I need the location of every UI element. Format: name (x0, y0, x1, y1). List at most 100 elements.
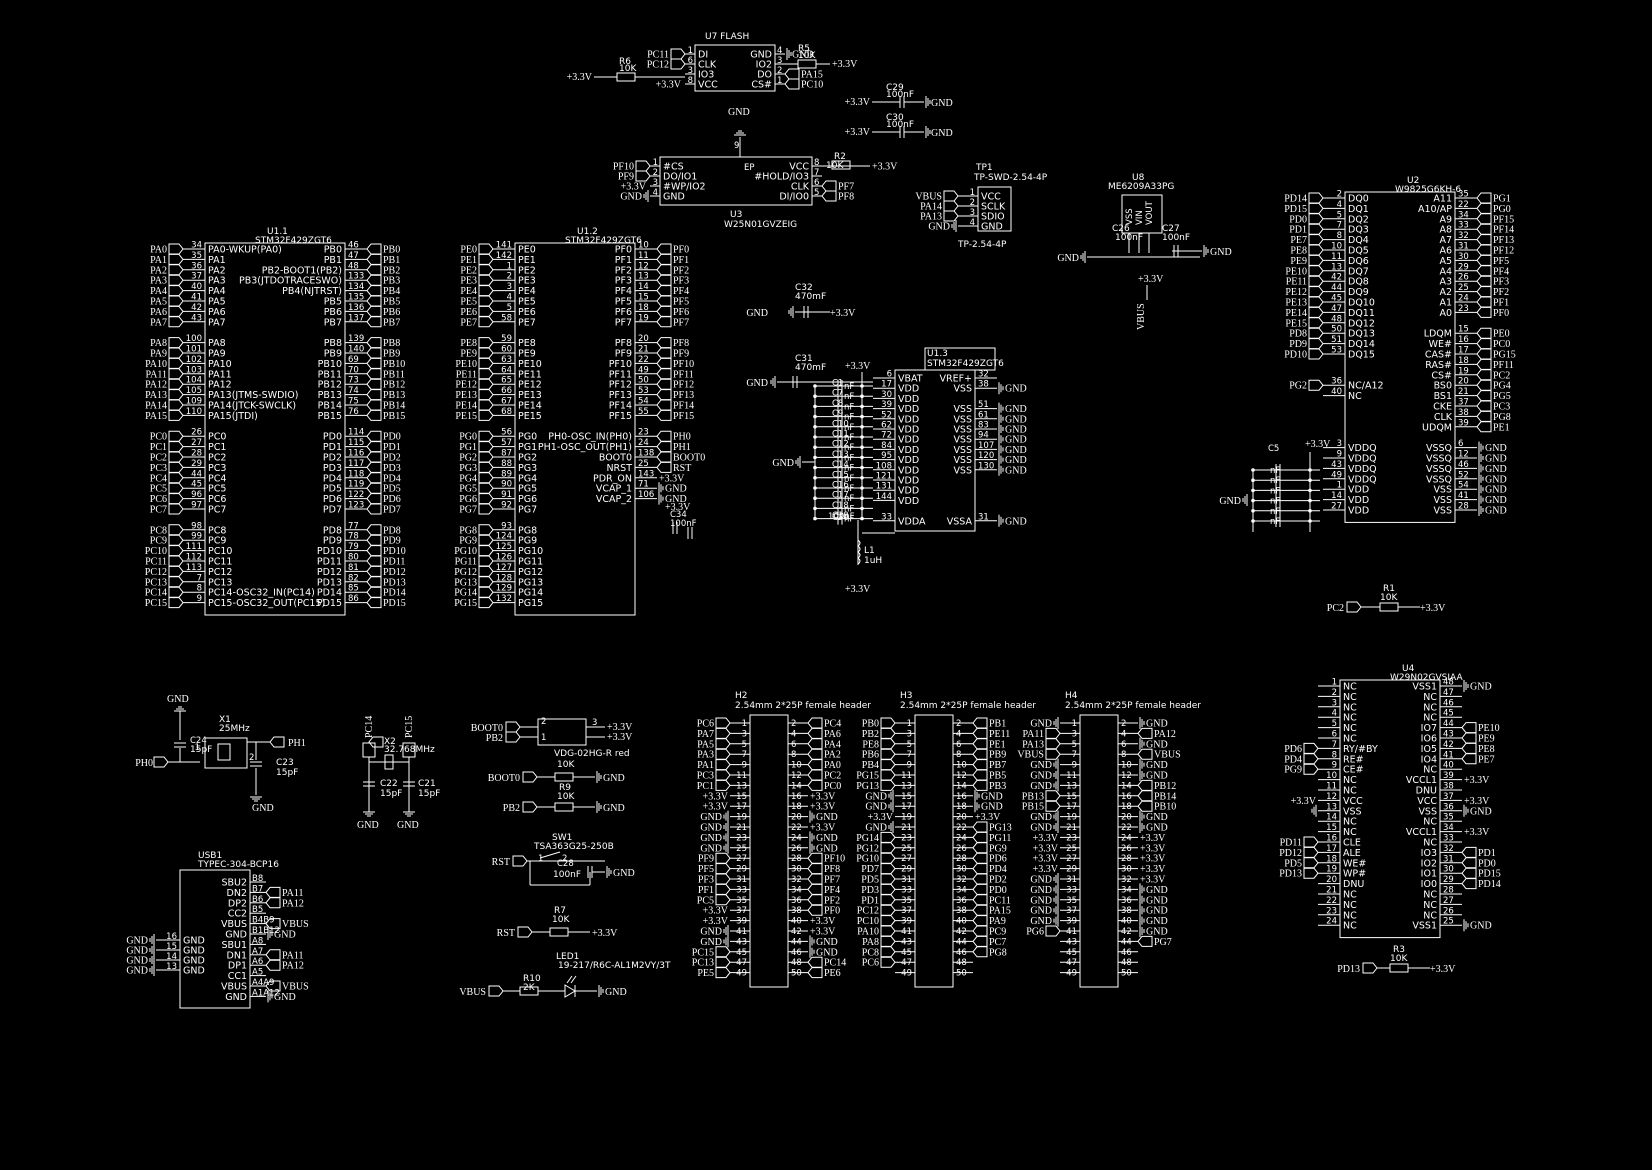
capacitor-symbol (363, 781, 375, 787)
pin-number: 15 (1066, 792, 1077, 802)
pin-number: 38 (1443, 782, 1454, 792)
pin-name: VBUS (221, 919, 247, 930)
net-label: GND (1146, 927, 1168, 938)
net-label: PC15 (145, 598, 167, 609)
pin-number: 60 (501, 345, 512, 355)
ground-symbol (1478, 462, 1484, 475)
pin-number: 47 (1066, 958, 1077, 968)
pin-number: 3 (1332, 698, 1337, 708)
header-designator: H4 (1065, 691, 1078, 701)
pin-name: CAS# (1425, 350, 1452, 361)
net-label: PF4 (673, 286, 689, 297)
pin-name: DQ6 (1348, 256, 1369, 267)
net-label: PA4 (824, 739, 841, 750)
pin-number: 68 (501, 407, 512, 417)
net-label: PF10 (824, 854, 845, 865)
pin-number: 22 (638, 355, 649, 365)
pin-number: 44 (1443, 719, 1454, 729)
pin-name: VCC (1343, 796, 1363, 807)
net-label: PA12 (282, 961, 304, 972)
net-label: PF8 (838, 192, 854, 203)
net-label: +3.3V (810, 927, 836, 938)
pin-name: VSS (1418, 806, 1437, 817)
pin-number: 47 (1443, 688, 1454, 698)
net-label: PC2 (150, 453, 167, 464)
net-label: PF13 (673, 390, 694, 401)
ground-symbol (1053, 769, 1059, 781)
pin-name: PF10 (609, 359, 632, 370)
ground-symbol (888, 789, 894, 802)
pin-number: 42 (1443, 740, 1454, 750)
pin-number: 18 (956, 802, 967, 812)
pin-number: 50 (1331, 325, 1342, 335)
pin-number: 66 (501, 386, 512, 396)
pin-number: 48 (348, 261, 359, 271)
pin-name: PD14 (317, 588, 342, 599)
ground-symbol (1139, 925, 1145, 937)
pin-number: 31 (1066, 875, 1077, 885)
pin-number: 7 (1337, 221, 1342, 231)
net-flag (1045, 748, 1061, 760)
net-flag (366, 493, 382, 505)
resistor-r6 (616, 72, 636, 82)
pin-number: 10 (1331, 242, 1342, 252)
pin-number: 17 (901, 802, 912, 812)
net-flag (972, 863, 988, 875)
net-flag (880, 894, 896, 906)
capacitor-symbol (1275, 474, 1281, 487)
pin-number: 76 (348, 407, 359, 417)
pin-number: 39 (1066, 917, 1077, 927)
pin-number: 32 (1458, 231, 1469, 241)
pin-name: PE9 (518, 349, 536, 360)
net-flag (807, 727, 823, 739)
net-flag (715, 956, 731, 968)
net-label: PG1 (459, 442, 477, 453)
capacitor-designator: C9 (832, 409, 843, 419)
pin-name: A9 (1439, 214, 1452, 225)
pin-number: 121 (876, 472, 892, 482)
capacitor-designator: C19 (832, 511, 849, 521)
net-flag (168, 430, 184, 442)
ic-part-number: W9825G6KH-6 (1395, 185, 1461, 195)
pin-number: 12 (638, 261, 649, 271)
net-label: PB5 (989, 771, 1006, 782)
pin-number: 5 (1332, 719, 1337, 729)
ic-body (204, 242, 346, 616)
pin-name: PC9 (208, 536, 226, 547)
pin-number: 24 (1121, 833, 1132, 843)
pin-number: 56 (501, 428, 512, 438)
net-label: GND (981, 802, 1003, 813)
net-label: PG7 (459, 505, 477, 516)
pin-number: 23 (736, 833, 747, 843)
capacitor-symbol (837, 492, 843, 505)
pin-number: 13 (638, 272, 649, 282)
pin-name: RAS# (1425, 360, 1452, 371)
net-flag (715, 883, 731, 895)
net-label: VBUS (1017, 750, 1044, 761)
ground-symbol (809, 841, 815, 854)
net-flag (478, 555, 494, 567)
net-label: +3.3V (1140, 875, 1166, 886)
pin-name: GND (225, 930, 247, 941)
pin-number: 64 (501, 365, 512, 375)
resistor-designator: R7 (554, 906, 566, 916)
pin-number: 16 (1121, 792, 1132, 802)
net-label: PC13 (145, 577, 167, 588)
net-label: PG9 (1284, 765, 1302, 776)
net-label: PE8 (1290, 246, 1307, 257)
net-label: PB9 (989, 750, 1006, 761)
net-label: PB4 (383, 286, 400, 297)
net-label: PB8 (383, 338, 400, 349)
capacitor-symbol (837, 390, 843, 403)
crystal-body (204, 737, 248, 769)
pin-number: 19 (638, 313, 649, 323)
pin-number: 21 (1326, 886, 1337, 896)
net-flag (168, 555, 184, 567)
net-label: PE11 (989, 729, 1010, 740)
pin-name: PD12 (317, 567, 342, 578)
net-flag (478, 378, 494, 390)
net-flag (478, 524, 494, 536)
pin-number: 32 (791, 875, 802, 885)
net-label: +3.3V (830, 308, 856, 319)
